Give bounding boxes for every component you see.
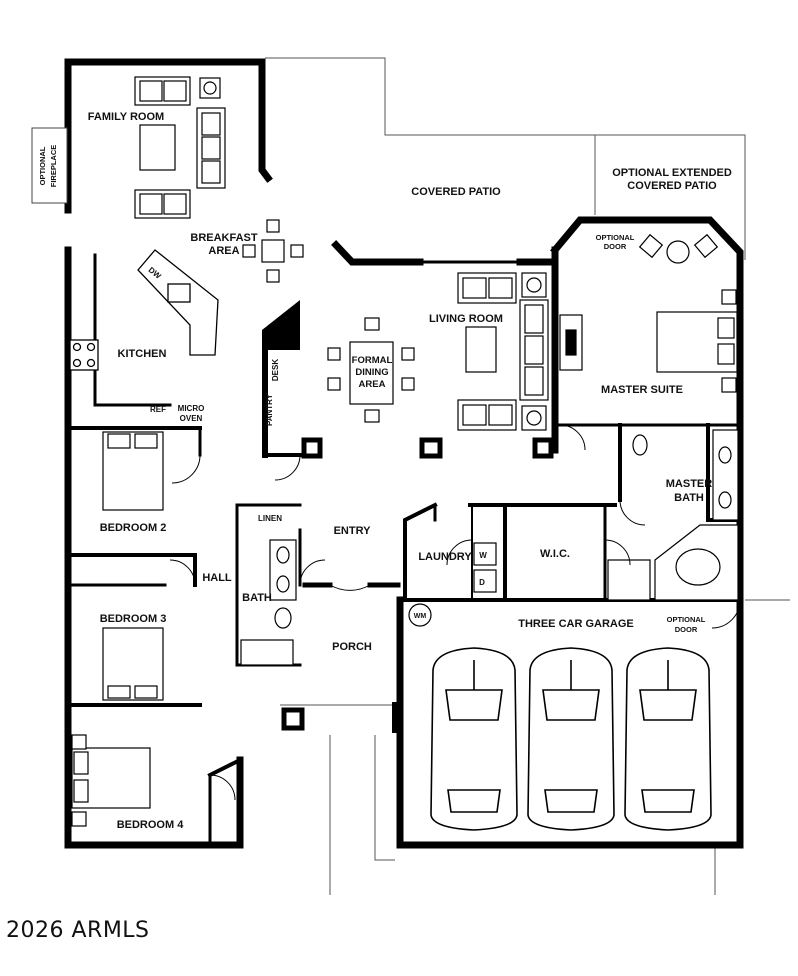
patio-outlines <box>265 57 790 895</box>
ref-label: REF <box>150 405 166 414</box>
fireplace-label-1: OPTIONAL <box>38 146 47 185</box>
garage-label: THREE CAR GARAGE <box>518 618 634 630</box>
bath-label: BATH <box>242 592 272 604</box>
master-suite-label: MASTER SUITE <box>601 384 683 396</box>
optional-extended-label-2: COVERED PATIO <box>627 180 717 192</box>
optional-door-label-1: OPTIONAL <box>596 233 635 242</box>
dining-table <box>327 317 415 423</box>
bedroom3-label: BEDROOM 3 <box>100 613 167 625</box>
linen-label: LINEN <box>258 514 282 523</box>
copyright-notice: 2026 ARMLS <box>6 918 150 943</box>
laundry-fixtures <box>408 542 497 627</box>
room-labels: FAMILY ROOM BREAKFAST AREA KITCHEN D W RE… <box>38 111 732 831</box>
breakfast-label-2: AREA <box>208 245 239 257</box>
bedroom2-label: BEDROOM 2 <box>100 522 167 534</box>
breakfast-table <box>242 219 304 283</box>
covered-patio-label: COVERED PATIO <box>411 186 501 198</box>
pantry-wall-wedge <box>262 300 300 350</box>
micro-label-1: MICRO <box>178 404 205 413</box>
porch-label: PORCH <box>332 641 372 653</box>
desk-label: DESK <box>271 359 280 381</box>
washer-label: W <box>479 551 487 560</box>
wic-label: W.I.C. <box>540 548 570 560</box>
beds <box>71 431 164 827</box>
dryer-label: D <box>479 578 485 587</box>
garage-cars <box>430 647 712 831</box>
family-room-label: FAMILY ROOM <box>88 111 164 123</box>
breakfast-label-1: BREAKFAST <box>190 232 258 244</box>
bath-fixtures <box>240 429 739 666</box>
windows <box>67 61 741 846</box>
master-suite-furniture <box>559 233 738 393</box>
micro-label-2: OVEN <box>180 414 203 423</box>
columns <box>281 437 554 731</box>
formal-label-2: DINING <box>355 367 388 378</box>
laundry-label: LAUNDRY <box>418 551 472 563</box>
bedroom4-label: BEDROOM 4 <box>117 819 185 831</box>
living-room-furniture <box>457 272 549 431</box>
living-room-label: LIVING ROOM <box>429 313 503 325</box>
kitchen-label: KITCHEN <box>118 348 167 360</box>
garage-door-label-2: DOOR <box>675 625 698 634</box>
pantry-label: PANTRY <box>265 393 274 426</box>
optional-door-label-2: DOOR <box>604 242 627 251</box>
master-bath-label-1: MASTER <box>666 478 713 490</box>
wm-label: WM <box>414 613 427 620</box>
door-swings <box>169 424 741 801</box>
formal-label-3: AREA <box>359 379 386 390</box>
optional-fireplace-box <box>31 127 68 204</box>
fireplace-label-2: FIREPLACE <box>49 145 58 188</box>
family-room-furniture <box>134 76 226 219</box>
hall-label: HALL <box>202 572 232 584</box>
kitchen-island <box>69 249 219 371</box>
formal-label-1: FORMAL <box>352 355 393 366</box>
master-bath-label-2: BATH <box>674 492 704 504</box>
garage-door-label-1: OPTIONAL <box>667 615 706 624</box>
entry-label: ENTRY <box>334 525 372 537</box>
optional-extended-label-1: OPTIONAL EXTENDED <box>612 167 732 179</box>
